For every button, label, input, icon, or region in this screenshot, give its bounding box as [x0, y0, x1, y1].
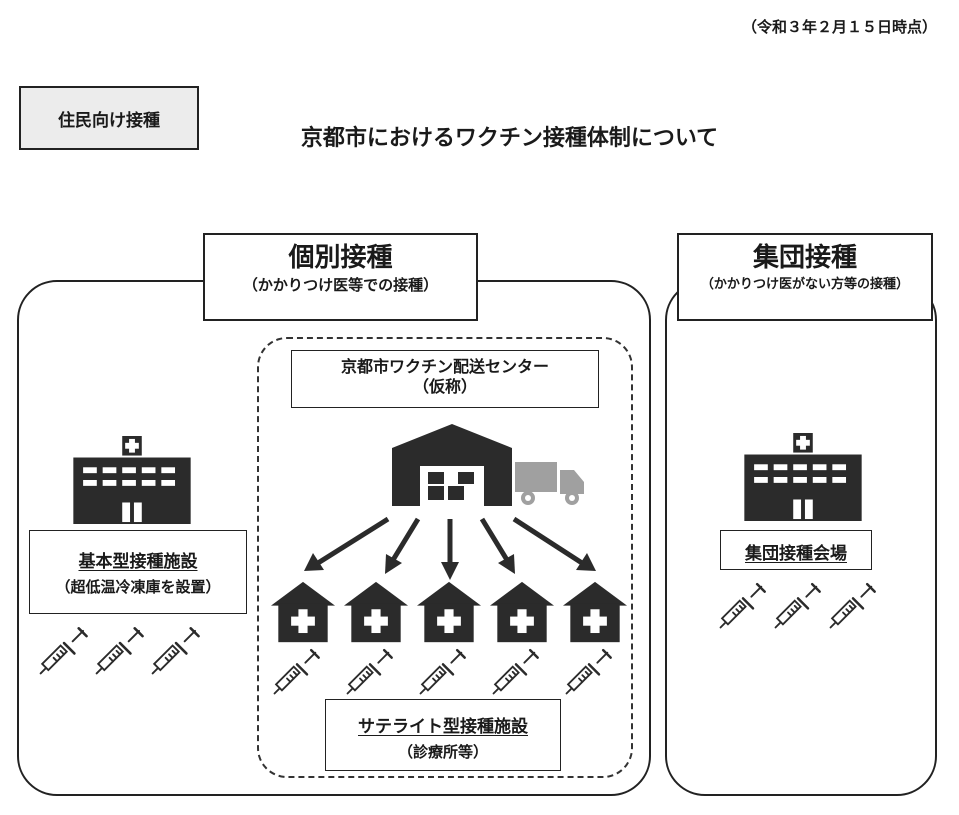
truck-icon	[515, 462, 584, 505]
individual-title: 個別接種	[288, 243, 393, 273]
clinic-house-icon	[344, 581, 408, 643]
satellite-facility-box: サテライト型接種施設 （診療所等）	[325, 699, 561, 771]
syringe-icon	[774, 582, 821, 629]
satellite-facility-note: （診療所等）	[397, 743, 488, 761]
syringe-icon	[719, 582, 766, 629]
syringe-icon	[151, 627, 200, 675]
hospital-icon	[744, 433, 862, 521]
group-header: 集団接種 （かかりつけ医がない方等の接種）	[677, 233, 933, 321]
arrow-icon	[304, 516, 596, 580]
delivery-center-name: 京都市ワクチン配送センター	[340, 357, 549, 376]
delivery-area	[257, 337, 633, 778]
group-venue-box: 集団接種会場	[720, 530, 872, 570]
syringe-icon	[565, 648, 612, 695]
delivery-center-note: （仮称）	[412, 377, 477, 396]
clinic-house-icon	[490, 581, 554, 643]
individual-subtitle: （かかりつけ医等での接種）	[242, 276, 439, 294]
audience-tag: 住民向け接種	[19, 86, 199, 150]
syringe-icon	[273, 648, 320, 695]
group-venue-label: 集団接種会場	[745, 544, 847, 564]
clinic-house-icon	[271, 581, 335, 643]
satellite-facility-label: サテライト型接種施設	[358, 717, 528, 737]
basic-facility-note: （超低温冷凍庫を設置）	[55, 578, 221, 596]
syringe-icon	[346, 648, 393, 695]
clinic-house-icon	[417, 581, 481, 643]
syringe-icon	[95, 627, 144, 675]
syringe-icon	[39, 627, 88, 675]
date-note: （令和３年２月１５日時点）	[741, 18, 937, 36]
hospital-icon	[73, 436, 191, 524]
clinic-house-icon	[563, 581, 627, 643]
page-title: 京都市におけるワクチン接種体制について	[300, 126, 719, 151]
syringe-icon	[419, 648, 466, 695]
group-title: 集団接種	[752, 243, 857, 273]
syringe-icon	[492, 648, 539, 695]
warehouse-icon	[392, 424, 512, 506]
delivery-center-box: 京都市ワクチン配送センター （仮称）	[291, 350, 599, 408]
syringe-icon	[829, 582, 876, 629]
individual-header: 個別接種 （かかりつけ医等での接種）	[203, 233, 478, 321]
group-subtitle: （かかりつけ医がない方等の接種）	[700, 277, 910, 292]
basic-facility-box: 基本型接種施設 （超低温冷凍庫を設置）	[29, 530, 247, 614]
basic-facility-label: 基本型接種施設	[78, 552, 198, 572]
